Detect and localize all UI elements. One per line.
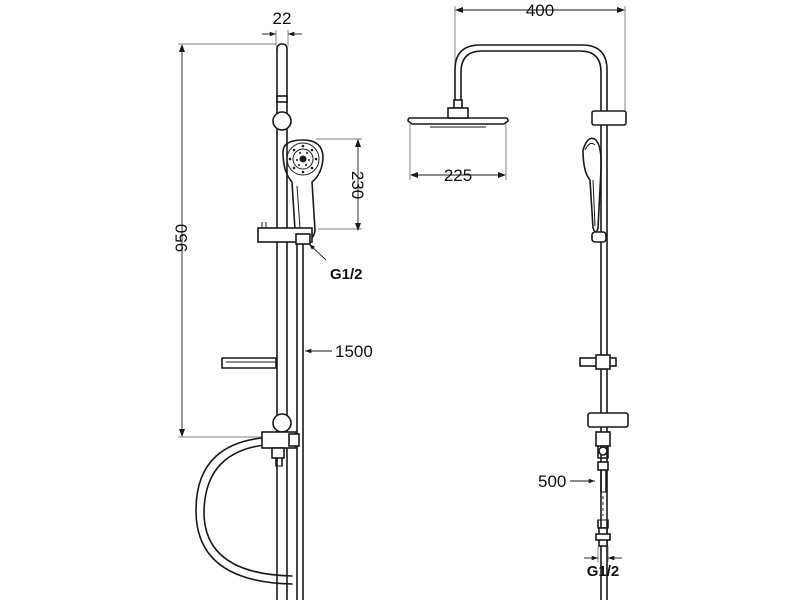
dim-overhead-reach-label: 400: [526, 1, 554, 20]
dim-head-diameter: [409, 124, 507, 180]
dim-inlet-width: [584, 546, 622, 562]
rain-shower-head: [407, 107, 509, 128]
dim-total-height-label: 950: [172, 224, 191, 252]
dim-extension-label: 500: [538, 472, 566, 491]
slider-bracket: [257, 222, 313, 245]
inlet-connection-label-right: G1/2: [587, 563, 620, 580]
dim-total-height: [178, 43, 276, 438]
dim-bar-width-label: 22: [273, 9, 292, 28]
extension-pipe: [595, 469, 611, 547]
dim-hose-length-label: 1500: [335, 342, 373, 361]
dim-bar-width: [262, 30, 302, 46]
dim-overhead-reach: [454, 6, 626, 112]
dim-hand-shower-length-label: 230: [348, 171, 367, 199]
hose: [195, 243, 304, 600]
shelf: [221, 357, 277, 369]
diverter: [261, 431, 300, 467]
dim-head-diameter-label: 225: [444, 166, 472, 185]
side-view: 22 950: [172, 9, 373, 600]
lower-clamp: [587, 412, 629, 471]
inlet-connection-label-left: G1/2: [330, 266, 363, 283]
hand-shower: [282, 139, 324, 241]
upper-clamp: [591, 110, 627, 126]
dim-hand-shower-length: [316, 138, 362, 231]
front-view: 400 225: [407, 1, 629, 600]
riser-rail: [272, 43, 292, 600]
hand-shower-front: [582, 137, 607, 243]
overhead-arm: [453, 44, 608, 600]
slider-front: [579, 354, 617, 370]
